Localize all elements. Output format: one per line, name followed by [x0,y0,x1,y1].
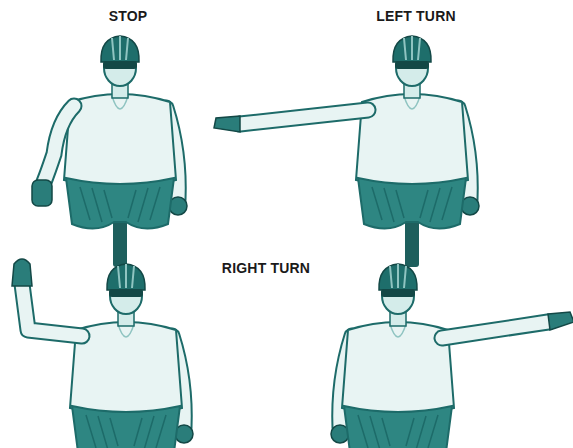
glove [12,259,32,286]
signal-arm-outline [44,106,74,182]
signal-arm-outline [240,110,368,124]
signal-arm [44,106,74,182]
cyclist-left-turn [214,36,479,267]
cyclist-stop [32,36,187,267]
glove [214,116,240,132]
glove [548,312,573,330]
signal-arm [240,110,368,124]
signal-label: STOP [109,8,148,24]
signal-label: RIGHT TURN [222,260,310,276]
signal-arm-outline [22,284,82,336]
cyclist-right-turn-arm-up [12,259,193,448]
cyclist-right-turn-arm-out [331,264,573,448]
glove [32,180,52,206]
signal-arm [22,284,82,336]
cyclist-body-instance [356,36,468,267]
cyclist-body-instance [342,264,454,448]
cyclist-body-instance [70,264,182,448]
signal-arm [442,322,548,338]
signal-arm-outline [442,322,548,338]
signal-label: LEFT TURN [376,8,456,24]
cyclist-body-instance [64,36,176,267]
